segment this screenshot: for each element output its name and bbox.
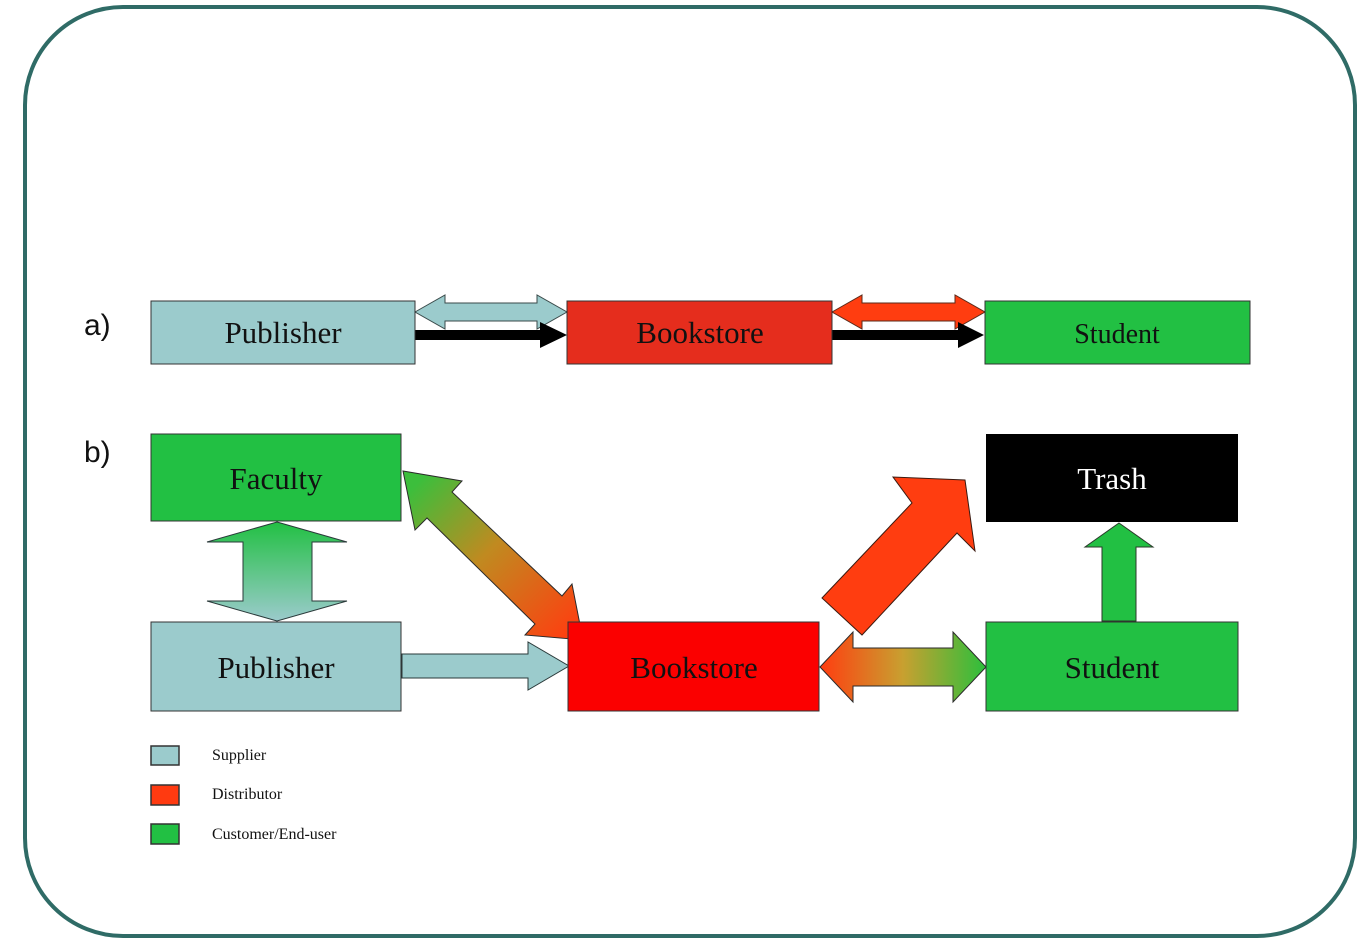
legend: Supplier Distributor Customer/End-user xyxy=(150,745,337,845)
node-b-trash-label: Trash xyxy=(1077,461,1147,496)
legend-item-customer: Customer/End-user xyxy=(150,823,337,845)
bookstore-student-double-arrow-b xyxy=(819,630,987,704)
panel-b: Faculty Publisher Bookstore Student Tras… xyxy=(150,433,1239,712)
node-b-publisher-label: Publisher xyxy=(217,650,335,685)
rounded-frame xyxy=(23,5,1357,938)
legend-swatch-customer xyxy=(150,823,180,845)
panel-a: Publisher Bookstore Student xyxy=(150,294,1251,365)
legend-item-supplier: Supplier xyxy=(150,745,267,766)
node-b-bookstore: Bookstore xyxy=(567,621,820,712)
node-a-student: Student xyxy=(984,300,1251,365)
panel-label-b: b) xyxy=(84,436,111,469)
node-b-student: Student xyxy=(985,621,1239,712)
node-b-bookstore-label: Bookstore xyxy=(630,650,757,685)
bookstore-trash-arrow xyxy=(821,476,976,636)
node-b-faculty-label: Faculty xyxy=(230,461,323,496)
node-a-publisher-label: Publisher xyxy=(224,315,342,350)
publisher-bookstore-double-arrow xyxy=(413,294,569,330)
faculty-publisher-double-arrow xyxy=(206,521,348,622)
student-trash-arrow xyxy=(1083,522,1155,622)
node-b-student-label: Student xyxy=(1065,650,1160,685)
bookstore-student-black-arrow xyxy=(832,322,984,348)
faculty-bookstore-double-arrow xyxy=(402,470,584,641)
legend-label-supplier: Supplier xyxy=(212,747,267,764)
node-b-publisher: Publisher xyxy=(150,621,402,712)
legend-swatch-distributor xyxy=(150,784,180,806)
node-b-trash: Trash xyxy=(986,434,1238,522)
node-a-bookstore-label: Bookstore xyxy=(636,315,763,350)
node-a-student-label: Student xyxy=(1074,319,1160,350)
legend-swatch-supplier xyxy=(150,745,180,766)
node-b-faculty: Faculty xyxy=(150,433,402,522)
publisher-bookstore-black-arrow xyxy=(415,322,567,348)
publisher-bookstore-arrow xyxy=(401,641,570,691)
node-a-publisher: Publisher xyxy=(150,300,416,365)
panel-label-a: a) xyxy=(84,309,111,342)
legend-label-distributor: Distributor xyxy=(212,786,283,803)
bookstore-student-double-arrow xyxy=(830,294,987,330)
node-a-bookstore: Bookstore xyxy=(566,300,833,365)
legend-label-customer: Customer/End-user xyxy=(212,826,337,843)
legend-item-distributor: Distributor xyxy=(150,784,283,806)
